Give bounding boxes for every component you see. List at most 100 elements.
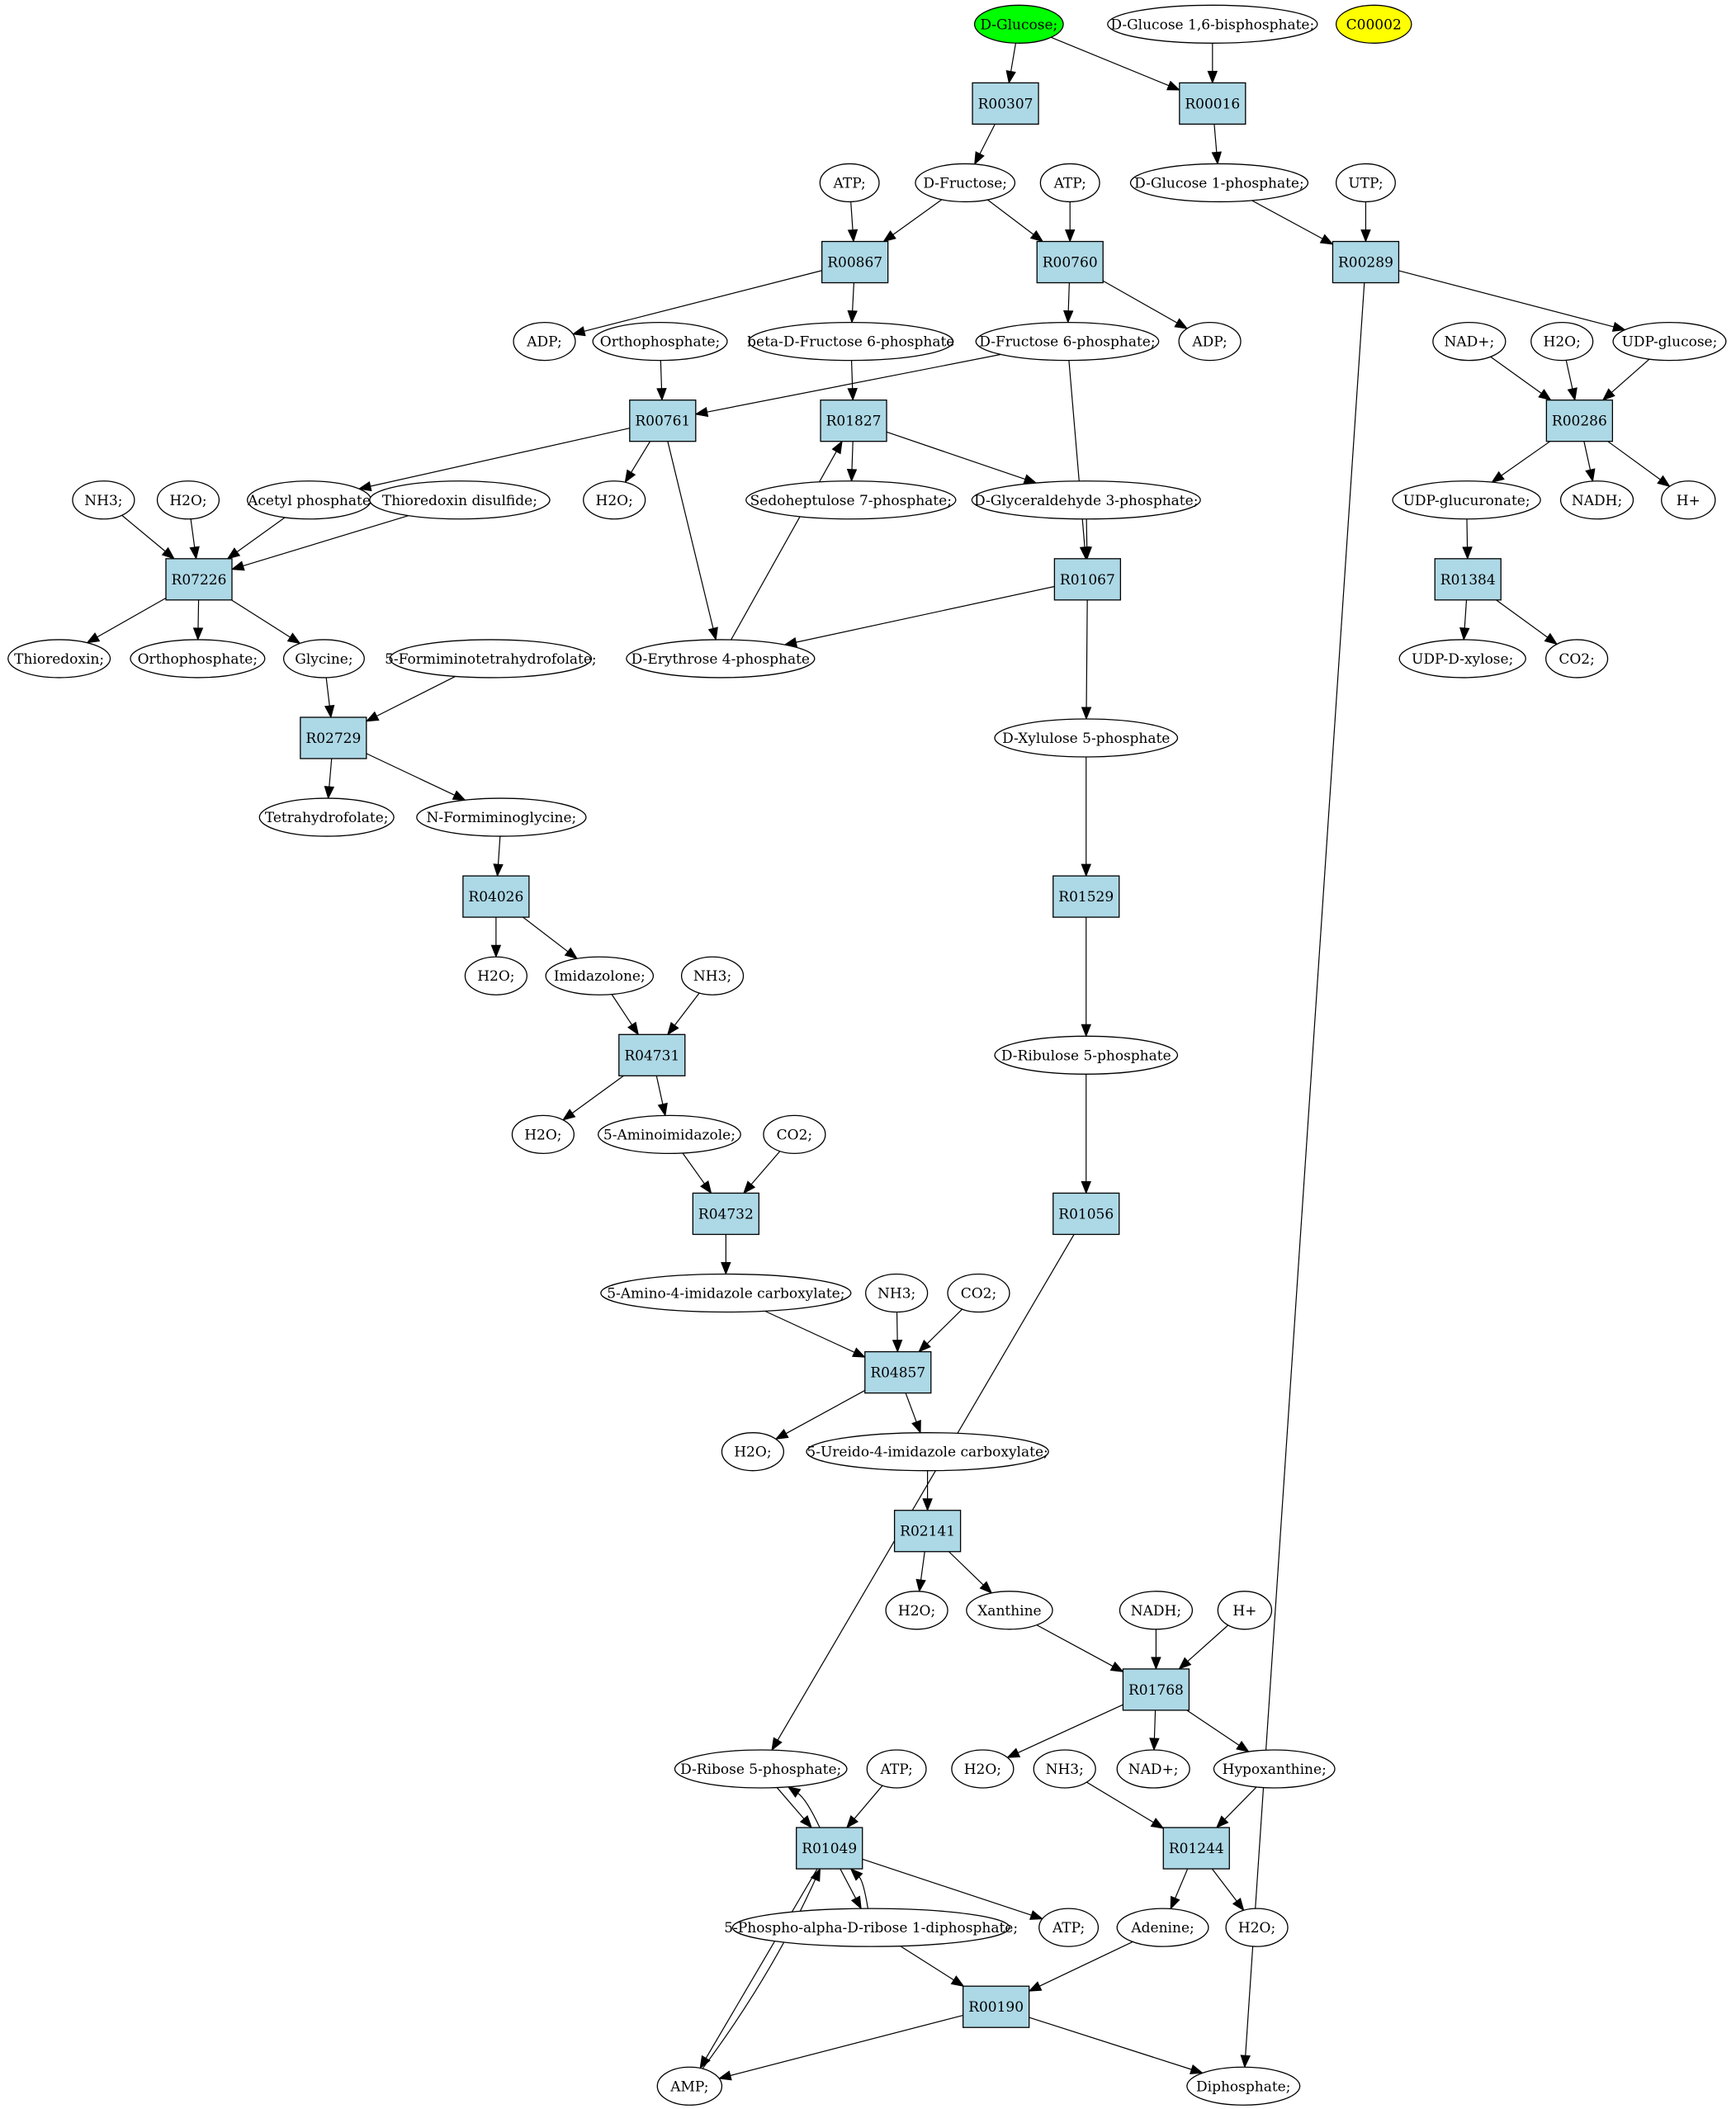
reaction-node-R00016[interactable]: R00016 [1179,82,1246,125]
metabolite-node-utp[interactable]: UTP; [1335,163,1396,203]
metabolite-node-ade[interactable]: Adenine; [1116,1908,1209,1947]
metabolite-node-h2o_b[interactable]: H2O; [156,480,220,520]
metabolite-node-nadh_a[interactable]: NADH; [1559,480,1634,520]
metabolite-node-nadp[interactable]: NAD+; [1432,321,1507,362]
metabolite-node-udpxyl[interactable]: UDP-D-xylose; [1398,639,1526,679]
node-label: R04026 [468,889,523,906]
edge-m_glc-to-r_R00307 [1005,43,1017,84]
reaction-node-R07226[interactable]: R07226 [165,558,233,601]
reaction-node-R00190[interactable]: R00190 [962,1985,1030,2028]
edge-m_pi1-to-r_R00761 [656,360,667,402]
metabolite-node-adp1[interactable]: ADP; [513,321,576,362]
metabolite-node-e4p[interactable]: D-Erythrose 4-phosphate [626,639,816,679]
reaction-node-R00286[interactable]: R00286 [1545,400,1614,442]
reaction-node-R01529[interactable]: R01529 [1052,875,1120,918]
reaction-node-R01244[interactable]: R01244 [1162,1827,1230,1870]
reaction-node-R01384[interactable]: R01384 [1434,558,1502,601]
reaction-node-R01067[interactable]: R01067 [1053,558,1122,601]
metabolite-node-h2o_d[interactable]: H2O; [464,956,527,995]
metabolite-node-atp3[interactable]: ATP; [866,1749,927,1789]
reaction-node-R02729[interactable]: R02729 [300,716,367,759]
metabolite-node-co2_b[interactable]: CO2; [763,1114,826,1155]
metabolite-node-atp2[interactable]: ATP; [1039,163,1100,203]
reaction-node-R04026[interactable]: R04026 [462,875,530,918]
metabolite-node-fru[interactable]: D-Fructose; [915,163,1016,203]
metabolite-node-h_a[interactable]: H+ [1661,480,1716,520]
metabolite-node-c00002[interactable]: C00002 [1335,4,1412,44]
edge-r_R00867-to-m_adp1 [571,270,822,337]
metabolite-node-f6p[interactable]: D-Fructose 6-phosphate; [975,321,1160,362]
metabolite-node-amp[interactable]: AMP; [656,2066,723,2106]
reaction-node-R01056[interactable]: R01056 [1052,1192,1120,1236]
metabolite-node-h2o_c[interactable]: H2O; [583,480,646,520]
reaction-node-R02141[interactable]: R02141 [893,1510,962,1553]
node-label: UDP-D-xylose; [1412,651,1513,668]
metabolite-node-trx[interactable]: Thioredoxin; [7,639,111,679]
reaction-node-R00289[interactable]: R00289 [1332,240,1400,284]
metabolite-node-ppi[interactable]: Diphosphate; [1186,2066,1301,2106]
metabolite-node-s7p[interactable]: Sedoheptulose 7-phosphate; [745,480,957,520]
metabolite-node-g3p[interactable]: D-Glyceraldehyde 3-phosphate; [971,480,1201,520]
metabolite-node-5u4ic[interactable]: 5-Ureido-4-imidazole carboxylate; [806,1432,1049,1472]
metabolite-node-adp2[interactable]: ADP; [1178,321,1242,362]
node-label: R04857 [870,1365,925,1382]
reaction-node-R00760[interactable]: R00760 [1036,240,1104,284]
metabolite-node-nh3_a[interactable]: NH3; [72,480,135,520]
metabolite-node-nh3_b[interactable]: NH3; [680,956,745,995]
reaction-node-R00761[interactable]: R00761 [629,400,697,442]
metabolite-node-xan[interactable]: Xanthine [966,1591,1053,1630]
edge-m_utp-to-r_R00289 [1360,201,1371,243]
metabolite-node-udpglcur[interactable]: UDP-glucuronate; [1392,480,1541,520]
metabolite-node-ru5p[interactable]: D-Ribulose 5-phosphate [994,1035,1179,1075]
edge-m_glc16bp-to-r_R00016 [1207,43,1218,84]
metabolite-node-nh3_c[interactable]: NH3; [865,1273,929,1313]
metabolite-node-r5p[interactable]: D-Ribose 5-phosphate; [674,1749,848,1789]
metabolite-node-h2o_e[interactable]: H2O; [511,1114,575,1155]
metabolite-node-h2o_i[interactable]: H2O; [1225,1908,1289,1947]
reaction-node-R00867[interactable]: R00867 [821,240,889,284]
metabolite-node-glc16bp[interactable]: D-Glucose 1,6-bisphosphate; [1107,4,1318,44]
metabolite-node-prpp[interactable]: 5-Phospho-alpha-D-ribose 1-diphosphate; [724,1908,1018,1947]
metabolite-node-gly[interactable]: Glycine; [282,639,365,679]
metabolite-node-pi1[interactable]: Orthophosphate; [592,321,728,362]
metabolite-node-atp4[interactable]: ATP; [1038,1908,1100,1947]
metabolite-node-hyp[interactable]: Hypoxanthine; [1213,1749,1336,1789]
metabolite-node-pi2[interactable]: Orthophosphate; [130,639,266,679]
metabolite-node-co2_c[interactable]: CO2; [947,1273,1010,1313]
metabolite-node-thf[interactable]: Tetrahydrofolate; [258,797,395,837]
metabolite-node-glc[interactable]: D-Glucose; [973,4,1064,44]
metabolite-node-bf6p[interactable]: beta-D-Fructose 6-phosphate [747,321,954,362]
metabolite-node-udpglc[interactable]: UDP-glucose; [1612,321,1727,362]
edge-m_bf6p-to-r_R01827 [847,360,858,402]
metabolite-node-h2o_g[interactable]: H2O; [885,1591,948,1630]
metabolite-node-imz[interactable]: Imidazolone; [545,956,655,995]
metabolite-node-trxds[interactable]: Thioredoxin disulfide; [369,480,551,520]
reaction-node-R01049[interactable]: R01049 [796,1827,863,1870]
metabolite-node-5fthf[interactable]: 5-Formiminotetrahydrofolate; [385,639,597,679]
reaction-node-R01827[interactable]: R01827 [820,400,887,442]
edge-r_R04857-to-m_h2o_f [774,1389,866,1440]
reaction-node-R01768[interactable]: R01768 [1122,1668,1190,1711]
metabolite-node-h2o_h[interactable]: H2O; [951,1749,1015,1789]
metabolite-node-5a4ic[interactable]: 5-Amino-4-imidazole carboxylate; [600,1273,852,1313]
reaction-node-R04732[interactable]: R04732 [692,1192,759,1236]
metabolite-node-nadp2[interactable]: NAD+; [1116,1749,1190,1789]
reaction-node-R04857[interactable]: R04857 [864,1350,932,1394]
metabolite-node-nfgly[interactable]: N-Formiminoglycine; [416,797,587,837]
metabolite-node-h_b[interactable]: H+ [1217,1591,1273,1630]
edge-r_R02729-to-m_thf [324,758,335,800]
reaction-node-R00307[interactable]: R00307 [972,82,1039,125]
metabolite-node-xu5p[interactable]: D-Xylulose 5-phosphate [994,718,1179,758]
reaction-node-R04731[interactable]: R04731 [618,1033,686,1076]
node-label: 5-Phospho-alpha-D-ribose 1-diphosphate; [724,1920,1018,1936]
metabolite-node-nh3_d[interactable]: NH3; [1033,1749,1096,1789]
metabolite-node-nadh_b[interactable]: NADH; [1119,1591,1194,1630]
metabolite-node-co2_a[interactable]: CO2; [1545,639,1609,679]
metabolite-node-5ai[interactable]: 5-Aminoimidazole; [597,1114,741,1155]
metabolite-node-h2o_f[interactable]: H2O; [721,1432,785,1472]
metabolite-node-acp[interactable]: Acetyl phosphate [246,480,372,520]
metabolite-node-atp1[interactable]: ATP; [819,163,880,203]
metabolite-node-glc1p[interactable]: D-Glucose 1-phosphate; [1129,163,1309,203]
node-label: NADH; [1572,493,1622,509]
metabolite-node-h2o_a[interactable]: H2O; [1530,321,1594,362]
